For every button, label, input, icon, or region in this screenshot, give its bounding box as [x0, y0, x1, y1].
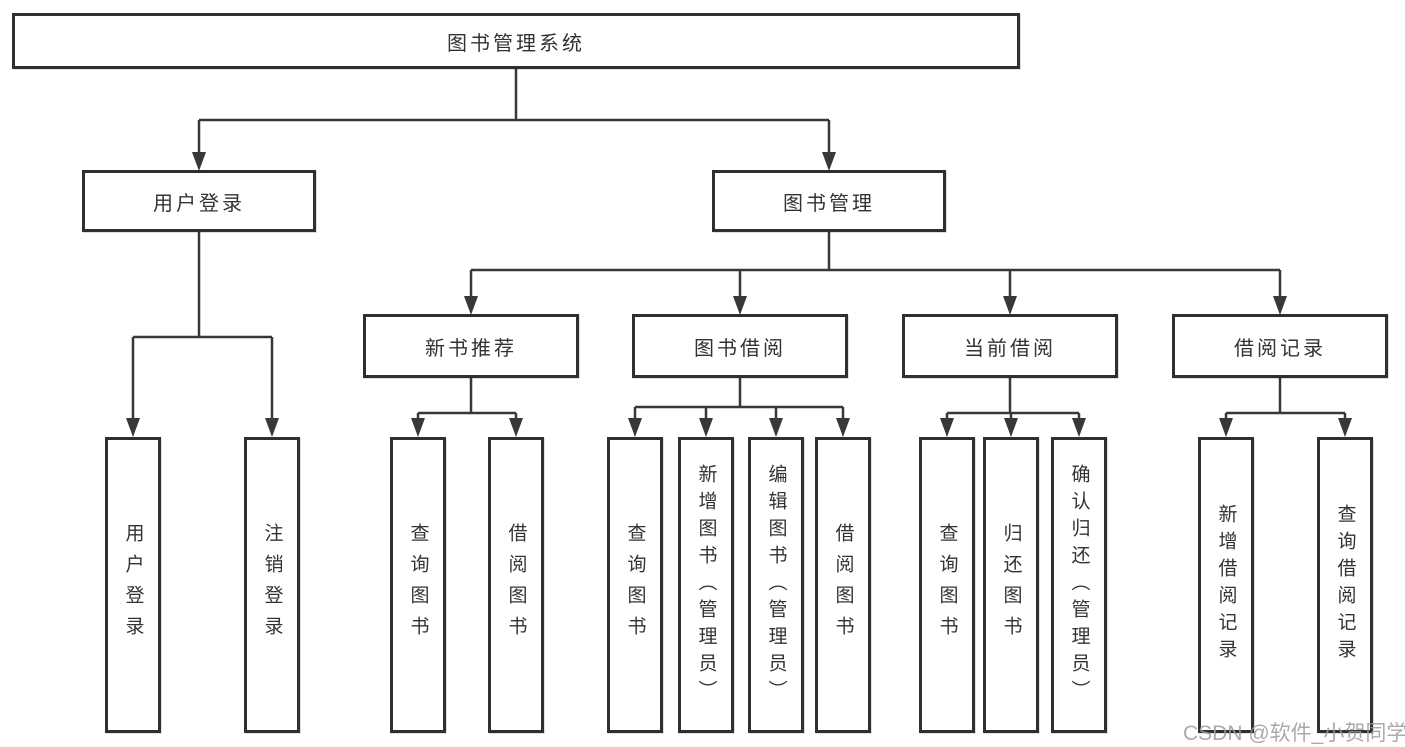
leaf-borrow-book: 借阅图书 — [815, 437, 871, 733]
csdn-watermark: CSDN @软件_小贺同学 — [1183, 722, 1405, 745]
node-label: 归还图书 — [1000, 523, 1022, 647]
leaf-user-login: 用户登录 — [105, 437, 161, 733]
node-label: 新书推荐 — [425, 337, 517, 360]
node-user-login: 用户登录 — [82, 170, 316, 232]
node-label: 借阅图书 — [505, 523, 527, 647]
node-new-book-recommend: 新书推荐 — [363, 314, 579, 378]
node-label: 借阅图书 — [832, 523, 854, 647]
node-label: 用户登录 — [122, 523, 144, 647]
node-label: 查询图书 — [936, 523, 958, 647]
node-label: 用户登录 — [153, 192, 245, 215]
leaf-query-book-borrow: 查询图书 — [607, 437, 663, 733]
node-label: 编辑图书（管理员） — [765, 463, 787, 707]
node-label: 新增借阅记录 — [1215, 504, 1237, 666]
node-label: 图书借阅 — [694, 337, 786, 360]
leaf-add-book-admin: 新增图书（管理员） — [678, 437, 734, 733]
leaf-return-book: 归还图书 — [983, 437, 1039, 733]
leaf-edit-book-admin: 编辑图书（管理员） — [748, 437, 804, 733]
node-label: 查询图书 — [624, 523, 646, 647]
leaf-logout-login: 注销登录 — [244, 437, 300, 733]
leaf-confirm-return-admin: 确认归还（管理员） — [1051, 437, 1107, 733]
node-borrowing-records: 借阅记录 — [1172, 314, 1388, 378]
arrowheads — [126, 152, 1352, 437]
leaf-query-book-recommend: 查询图书 — [390, 437, 446, 733]
leaf-add-borrow-record: 新增借阅记录 — [1198, 437, 1254, 733]
node-label: 新增图书（管理员） — [695, 463, 717, 707]
node-book-management: 图书管理 — [712, 170, 946, 232]
node-label: 借阅记录 — [1234, 337, 1326, 360]
leaf-query-borrow-record: 查询借阅记录 — [1317, 437, 1373, 733]
node-label: 查询图书 — [407, 523, 429, 647]
node-library-management-system: 图书管理系统 — [12, 13, 1020, 69]
node-label: 图书管理 — [783, 192, 875, 215]
node-book-borrowing: 图书借阅 — [632, 314, 848, 378]
node-label: 图书管理系统 — [447, 32, 585, 55]
node-current-borrowing: 当前借阅 — [902, 314, 1118, 378]
node-label: 确认归还（管理员） — [1068, 463, 1090, 707]
leaf-query-book-current: 查询图书 — [919, 437, 975, 733]
node-label: 注销登录 — [261, 523, 283, 647]
node-label: 查询借阅记录 — [1334, 504, 1356, 666]
leaf-borrow-book-recommend: 借阅图书 — [488, 437, 544, 733]
node-label: 当前借阅 — [964, 337, 1056, 360]
